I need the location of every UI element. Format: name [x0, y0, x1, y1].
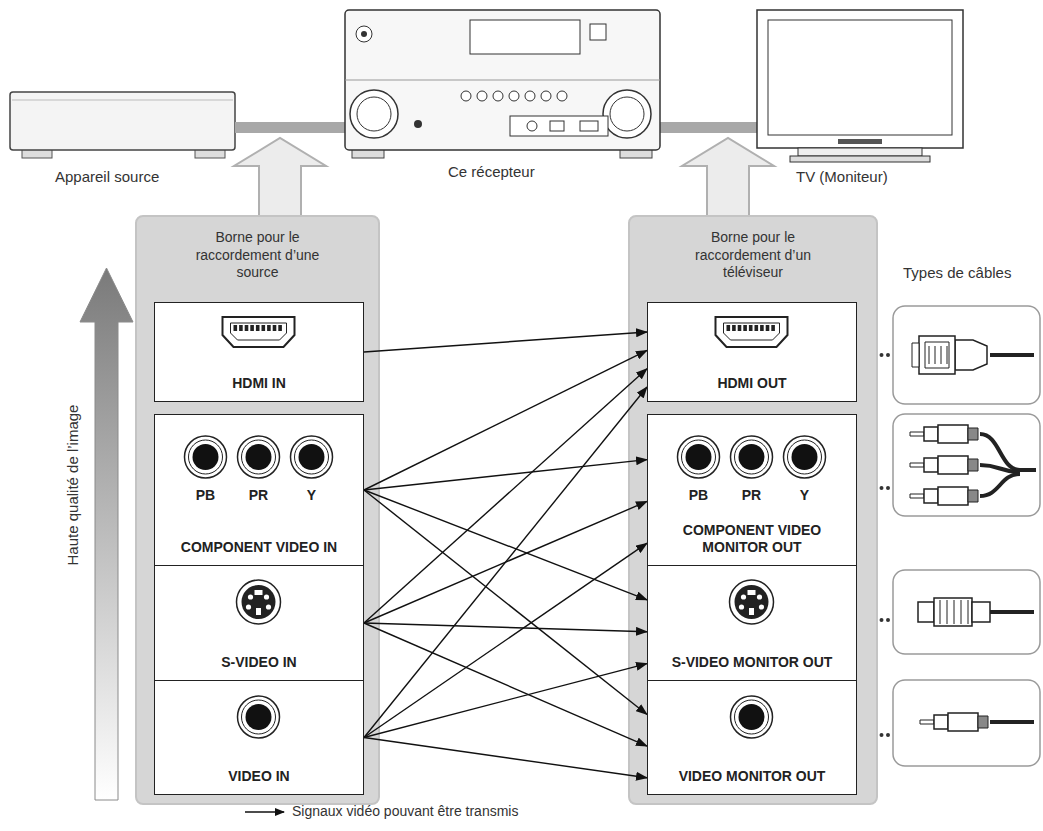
pin-label: PB	[679, 487, 719, 503]
svideo-cable-icon	[918, 598, 1034, 626]
axis-label: Haute qualité de l’image	[64, 405, 81, 566]
hollow-arrow	[682, 138, 774, 216]
pin-label: PB	[186, 487, 226, 503]
terminal-panel: Borne pour le raccordement d’une sourceH…	[135, 215, 380, 805]
port-icon	[155, 303, 362, 373]
signal-arrow	[364, 387, 647, 738]
cable-box	[893, 306, 1040, 766]
device-label: TV (Moniteur)	[796, 168, 888, 185]
port-name: COMPONENT VIDEO MONITOR OUT	[654, 522, 850, 556]
signal-arrow	[364, 490, 647, 715]
hdmi-port: HDMI OUT	[647, 302, 857, 402]
port-icon	[648, 303, 855, 373]
port-name: HDMI OUT	[654, 375, 850, 392]
panel-heading: Borne pour le raccordement d’un télévise…	[671, 229, 836, 282]
video-cable-icon	[920, 713, 1034, 731]
signal-arrow	[364, 490, 647, 600]
legend-text: Signaux vidéo pouvant être transmis	[292, 803, 518, 819]
cable-bar	[235, 122, 347, 133]
port-icon	[155, 681, 362, 751]
pin-label: PR	[732, 487, 772, 503]
terminal-panel: Borne pour le raccordement d’un télévise…	[628, 215, 878, 805]
signal-arrow	[364, 369, 647, 623]
svideo-port: S-VIDEO MONITOR OUT	[647, 565, 857, 681]
svideo-port: S-VIDEO IN	[154, 565, 364, 681]
hdmi-cable-icon	[912, 336, 1034, 374]
hollow-arrow	[234, 138, 326, 216]
tv-monitor	[757, 10, 963, 162]
component-port: PB PR Y COMPONENT VIDEO IN	[154, 414, 364, 566]
pin-label: PR	[239, 487, 279, 503]
device-label: Appareil source	[55, 168, 159, 185]
panel-heading: Borne pour le raccordement d’une source	[175, 229, 340, 282]
port-name: S-VIDEO MONITOR OUT	[654, 654, 850, 671]
component-port: PB PR Y COMPONENT VIDEO MONITOR OUT	[647, 414, 857, 566]
pin-label: Y	[292, 487, 332, 503]
cable-bar	[658, 122, 758, 133]
legend-arrow	[245, 811, 284, 813]
video-port: VIDEO IN	[154, 680, 364, 795]
signal-arrow	[364, 738, 647, 778]
signal-arrow	[364, 664, 647, 738]
port-name: HDMI IN	[161, 375, 357, 392]
signal-arrow	[364, 543, 647, 737]
signal-arrow	[364, 350, 647, 490]
port-name: VIDEO IN	[161, 768, 357, 785]
source-device	[10, 92, 235, 158]
port-icon	[648, 415, 855, 485]
receiver	[345, 10, 660, 158]
signal-arrow	[364, 332, 647, 352]
hdmi-port: HDMI IN	[154, 302, 364, 402]
port-icon	[648, 566, 855, 636]
port-icon	[648, 681, 855, 751]
port-icon	[155, 415, 362, 485]
quality-arrow	[80, 268, 133, 800]
port-name: VIDEO MONITOR OUT	[654, 768, 850, 785]
section-label: Types de câbles	[903, 264, 1011, 281]
pin-label: Y	[785, 487, 825, 503]
signal-arrow	[364, 460, 647, 490]
component-cable-icon	[910, 425, 1036, 505]
port-name: S-VIDEO IN	[161, 654, 357, 671]
video-port: VIDEO MONITOR OUT	[647, 680, 857, 795]
device-label: Ce récepteur	[448, 163, 535, 180]
port-icon	[155, 566, 362, 636]
port-name: COMPONENT VIDEO IN	[161, 539, 357, 556]
signal-arrow	[364, 623, 647, 632]
